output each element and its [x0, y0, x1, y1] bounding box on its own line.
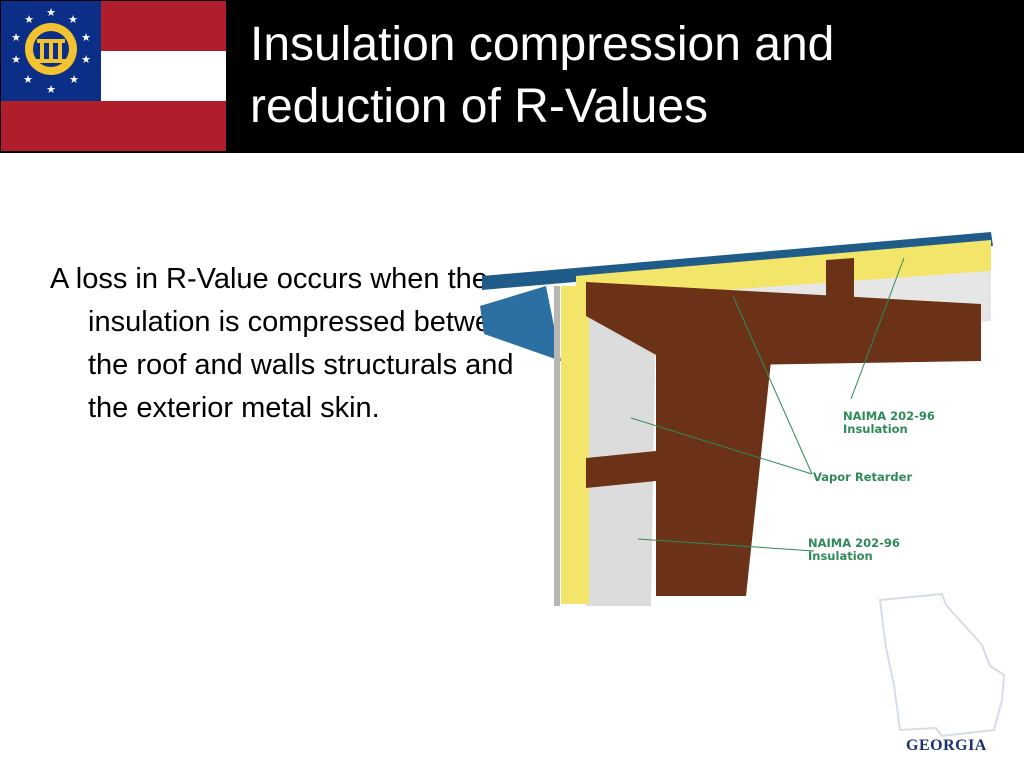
- insulation-diagram: [480, 232, 993, 606]
- svg-text:★: ★: [81, 53, 91, 66]
- georgia-label: GEORGIA: [906, 737, 987, 754]
- georgia-flag-image: ★★★ ★★★ ★★★ ★: [1, 1, 226, 151]
- svg-text:★: ★: [46, 83, 56, 96]
- callout-insulation-top: NAIMA 202-96 Insulation: [843, 409, 935, 436]
- svg-text:★: ★: [11, 31, 21, 44]
- title-bar: ★★★ ★★★ ★★★ ★ Insulation compression and…: [0, 0, 1024, 153]
- svg-text:★: ★: [23, 73, 33, 86]
- svg-text:★: ★: [81, 31, 91, 44]
- svg-text:★: ★: [46, 6, 56, 19]
- svg-text:★: ★: [11, 53, 21, 66]
- svg-text:★: ★: [68, 13, 78, 26]
- callout-vapor-retarder: Vapor Retarder: [813, 470, 913, 484]
- slide-title: Insulation compression and reduction of …: [250, 18, 835, 133]
- georgia-map-icon: [878, 592, 1006, 738]
- callout-insulation-bottom: NAIMA 202-96 Insulation: [808, 536, 900, 563]
- svg-text:★: ★: [24, 13, 34, 26]
- svg-text:★: ★: [69, 73, 79, 86]
- body-text: A loss in R-Value occurs when the insula…: [50, 263, 524, 424]
